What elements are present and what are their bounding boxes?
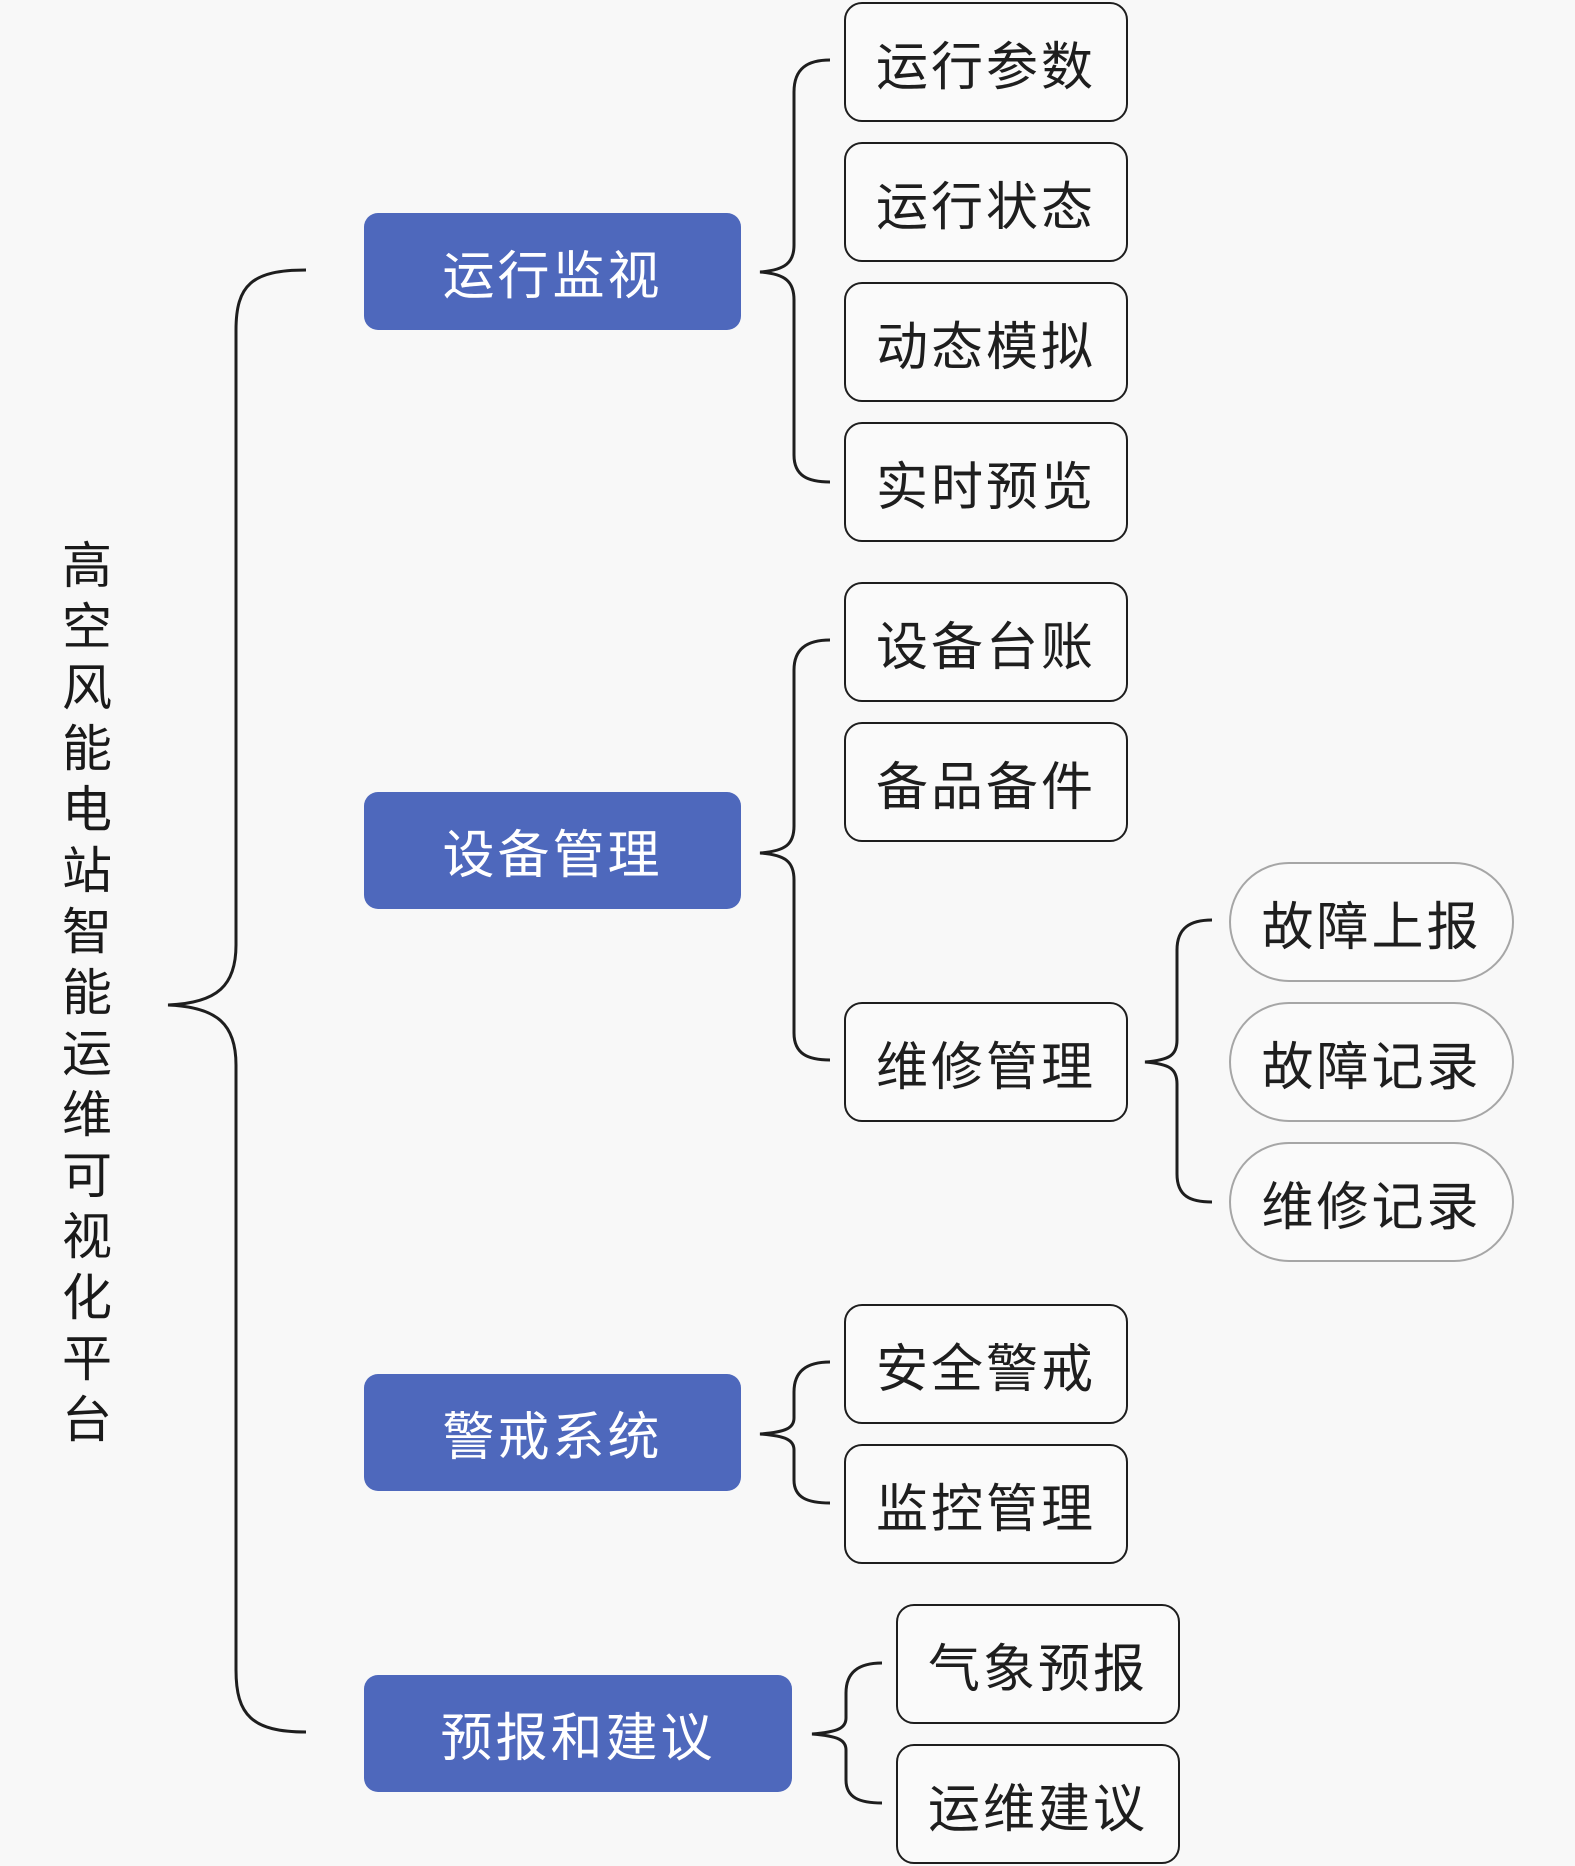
leaf-shebei-taizhang: 设备台账 <box>844 582 1128 702</box>
branch-jingjie-xitong: 警戒系统 <box>364 1374 741 1491</box>
leaf-weixiu-jilu: 维修记录 <box>1229 1142 1514 1262</box>
bracket-yubao-jianyi <box>811 1661 883 1805</box>
branch-yunxing-jianshi: 运行监视 <box>364 213 741 330</box>
leaf-anquan-jingjie: 安全警戒 <box>844 1304 1128 1424</box>
leaf-beipin-beijian: 备品备件 <box>844 722 1128 842</box>
bracket-yunxing-jianshi <box>759 58 831 484</box>
leaf-guzhang-jilu: 故障记录 <box>1229 1002 1514 1122</box>
leaf-yunwei-jianyi: 运维建议 <box>896 1744 1180 1864</box>
leaf-jiankong-guanli: 监控管理 <box>844 1444 1128 1564</box>
bracket-weixiu-guanli <box>1144 918 1213 1204</box>
leaf-guzhang-shangbao: 故障上报 <box>1229 862 1514 982</box>
leaf-weixiu-guanli: 维修管理 <box>844 1002 1128 1122</box>
leaf-qixiang-yubao: 气象预报 <box>896 1604 1180 1724</box>
leaf-dongtai-moni: 动态模拟 <box>844 282 1128 402</box>
bracket-jingjie-xitong <box>759 1360 831 1505</box>
leaf-yunxing-zhuangtai: 运行状态 <box>844 142 1128 262</box>
branch-yubao-jianyi: 预报和建议 <box>364 1675 792 1792</box>
root-bracket <box>167 268 307 1734</box>
branch-shebei-guanli: 设备管理 <box>364 792 741 909</box>
leaf-yunxing-canshu: 运行参数 <box>844 2 1128 122</box>
root-title: 高空风能电站智能运维可视化平台 <box>62 537 112 1449</box>
bracket-shebei-guanli <box>759 638 831 1062</box>
leaf-shishi-yulan: 实时预览 <box>844 422 1128 542</box>
